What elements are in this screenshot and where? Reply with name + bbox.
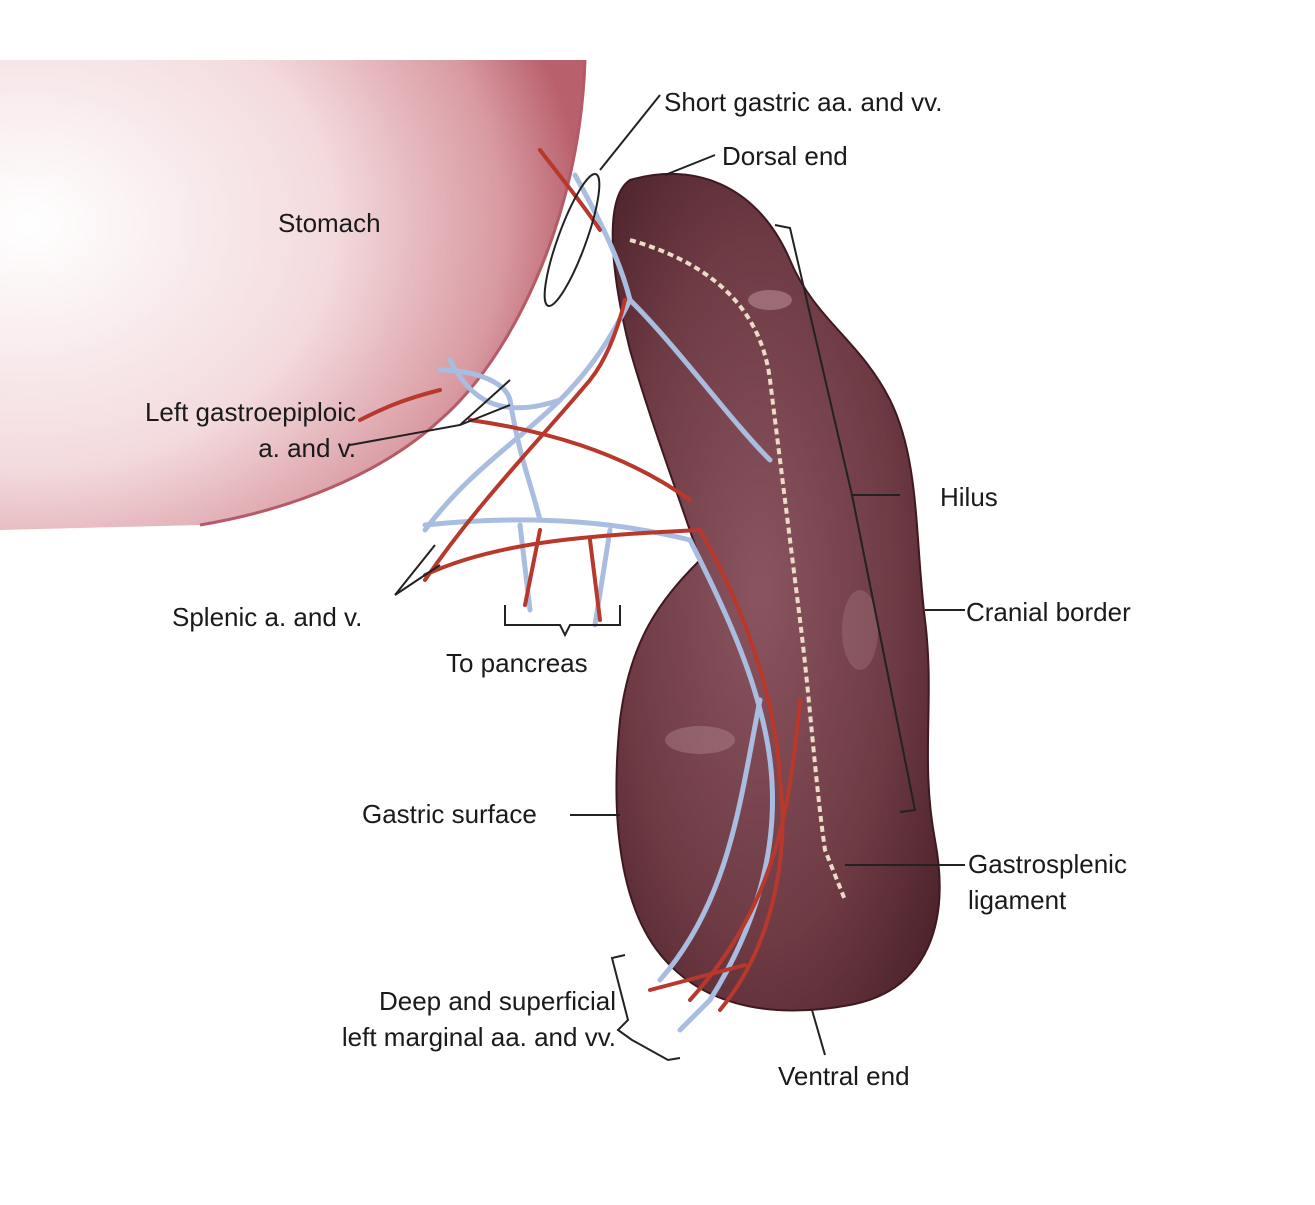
label-left-gastroepiploic-line2: a. and v.	[258, 433, 356, 463]
spleen-highlight	[842, 590, 878, 670]
spleen-highlight	[665, 726, 735, 754]
hilus-line	[629, 238, 847, 901]
label-dorsal-end: Dorsal end	[722, 141, 848, 171]
label-cranial-border: Cranial border	[966, 597, 1131, 627]
label-marginal-line1: Deep and superficial	[378, 986, 616, 1016]
arteries	[358, 148, 802, 1012]
leader-lines	[349, 94, 965, 1062]
label-gastrosplenic-line2: ligament	[968, 885, 1067, 915]
veins	[422, 172, 775, 1033]
spleen-shape	[611, 172, 941, 1012]
label-left-gastroepiploic-line1: Left gastroepiploic	[144, 397, 356, 427]
label-gastrosplenic-line1: Gastrosplenic	[968, 849, 1127, 879]
spleen-highlight	[748, 290, 792, 310]
label-gastric-surface: Gastric surface	[362, 799, 537, 829]
label-hilus: Hilus	[940, 482, 998, 512]
stomach-edge	[199, 59, 587, 527]
label-marginal-line2: left marginal aa. and vv.	[341, 1022, 616, 1052]
label-splenic: Splenic a. and v.	[172, 602, 363, 632]
label-to-pancreas: To pancreas	[446, 648, 588, 678]
label-ventral-end: Ventral end	[778, 1061, 910, 1091]
label-stomach: Stomach	[278, 208, 381, 238]
label-short-gastric: Short gastric aa. and vv.	[664, 87, 943, 117]
stomach-shape	[0, 60, 585, 530]
